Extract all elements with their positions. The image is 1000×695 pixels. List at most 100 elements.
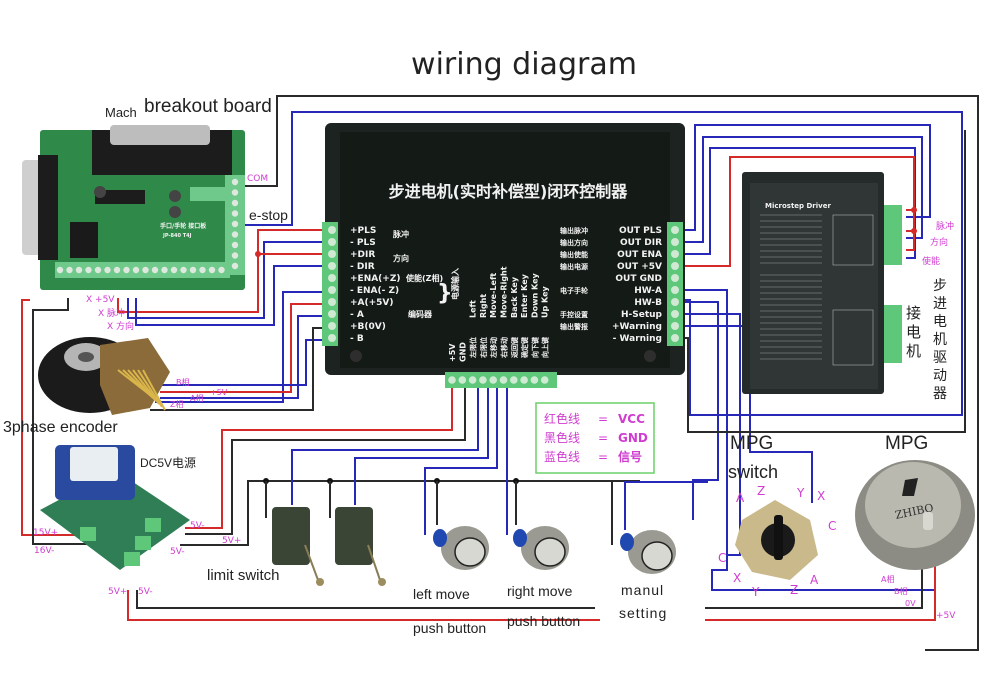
bottom-terminal-label: Enter Key [520,273,529,318]
mpg-switch-pin-label: X [733,571,741,585]
psu-out3-plus: 5V+ [108,587,127,597]
psu-terminal-out1 [145,518,161,532]
terminal-screw [671,334,679,342]
limit-lever-2 [367,544,381,581]
push-button-label-1: push button [413,620,486,636]
db25-shell [110,125,210,145]
relay [70,222,98,258]
bottom-terminal-label: Right [479,294,488,318]
terminal-screw [123,266,130,274]
terminal-screw [499,376,508,384]
bottom-terminal-cn: 右移动 [500,337,509,359]
right-terminal-block [667,222,683,346]
legend-meaning: 信号 [618,449,642,464]
terminal-screw [231,210,239,217]
x-pulse-label: X 脉冲 [98,307,125,319]
left-terminal-label: +A(+5V) [350,298,394,308]
left-terminal-group: 编码器 [408,309,433,319]
terminal-screw [328,238,336,246]
psu-terminal-out3 [124,552,140,566]
motor-label-char: 电 [906,324,921,341]
encoder-name: 3phase encoder [3,419,118,436]
ena-label: 使能 [922,255,940,267]
button-left-move [433,526,489,570]
button-collar [513,529,527,547]
terminal-screw [189,266,197,274]
capacitor [169,206,181,218]
capacitor [94,186,106,198]
right-terminal-label: OUT DIR [620,238,662,248]
legend-color-name: 红色线 [544,411,580,426]
left-terminal-label: +B(0V) [350,322,386,332]
limit-switches: limit switch [207,507,386,586]
wire-enc-gnd [150,327,325,411]
psu-out1-plus: 5V+ [222,536,241,546]
left-terminal-label: +DIR [350,250,375,260]
limit-roller-2 [378,578,386,586]
bottom-terminal-cn: 左移动 [489,337,498,359]
button-collar [433,529,447,547]
button-face [641,541,673,571]
terminal-screw [328,334,336,342]
motor-label-char: 机 [906,343,921,360]
terminal-screw [231,199,239,207]
controller-face [340,132,670,368]
right-terminal-label: +Warning [612,322,662,332]
bottom-terminal-label: Down Key [530,273,539,318]
wire-plus-pls [117,229,325,313]
terminal-screw [199,266,206,274]
terminal-screw [231,262,239,270]
psu-terminal-out2 [135,536,151,550]
estop-label: e-stop [249,207,288,223]
wire-enc-b [160,339,325,386]
mpg-switch-pin-label: X [817,489,825,503]
wire-minus-dir [135,265,325,326]
mpg-0v: 0V [905,599,916,608]
right-terminal-label: OUT +5V [617,262,662,272]
encoder-z-phase: Z相 [170,399,183,409]
terminal-screw [328,250,336,258]
wire-left-limit [291,385,479,505]
manual-label-1: manul [621,582,664,598]
wire-move-left [424,385,498,535]
driver-name-char: 进 [933,295,947,311]
wire-warning-plus [683,325,813,503]
terminal-screw [540,376,549,384]
terminal-screw [530,376,539,384]
left-terminal-label: - DIR [350,262,375,272]
right-terminal-label: OUT ENA [617,250,662,260]
mpg-switch-pin-label: Z [790,583,798,597]
terminal-screw [218,266,225,274]
bottom-terminal-label: +5V [448,343,457,362]
left-terminal-label: - ENA(- Z) [350,286,399,296]
legend-meaning: GND [618,431,648,445]
wire-bottom-gnd-2 [705,565,923,609]
wire-ctrl-gnd [185,385,466,535]
right-terminal-cn: 输出警报 [560,322,589,331]
motor-box [832,309,874,366]
terminal-screw [328,298,336,306]
wire-enc-z [155,291,325,403]
junction-dot [911,228,917,234]
breakout-title-prefix: Mach [105,105,137,120]
terminal-screw [231,231,239,238]
wire-out-5v-2 [906,210,915,232]
power-input-label: 电源输入 [450,268,460,300]
mpg-switch-pin-c-left: C [718,551,726,565]
mpg-switch-pin-label: Y [751,585,760,599]
junction-dot [911,207,917,213]
terminal-screw [170,266,178,274]
push-buttons: left move right move manul setting push … [413,526,676,636]
psu-16v-label: 16V- [34,546,54,556]
terminal-screw [328,310,336,318]
wires [21,95,979,651]
encoder-pin [142,369,166,411]
bottom-terminal-cn: 返回键 [510,337,519,358]
terminal-screw [448,376,456,384]
breakout-silkscreen-model: JP-840 T4J [162,233,192,239]
breakout-board: Mach breakout board 手口/手轮 接口板 JP-840 T4J… [22,96,288,332]
